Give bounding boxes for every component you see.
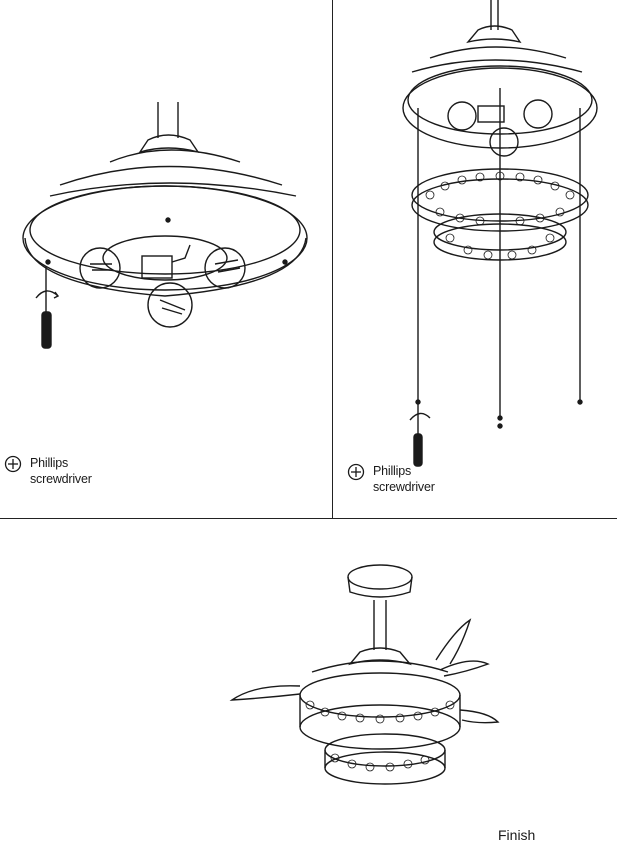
tool-name-line2: screwdriver — [373, 480, 435, 494]
phillips-screwdriver-icon — [347, 463, 365, 481]
step1-fan-body-illustration — [22, 102, 308, 349]
step2-exploded-shade-illustration — [402, 0, 598, 467]
tool-name-line1: Phillips — [373, 464, 411, 478]
tool-name: Phillips screwdriver — [30, 455, 92, 487]
tool-name-line2: screwdriver — [30, 472, 92, 486]
tool-name: Phillips screwdriver — [373, 463, 435, 495]
step1-tool-label: Phillips screwdriver — [4, 455, 92, 487]
phillips-screwdriver-icon — [4, 455, 22, 473]
panel-divider-horizontal — [0, 518, 617, 519]
finish-label: Finish — [498, 827, 536, 843]
final-assembled-fan-illustration — [229, 564, 500, 785]
panel-divider-vertical — [332, 0, 333, 518]
tool-name-line1: Phillips — [30, 456, 68, 470]
step2-tool-label: Phillips screwdriver — [347, 463, 435, 495]
